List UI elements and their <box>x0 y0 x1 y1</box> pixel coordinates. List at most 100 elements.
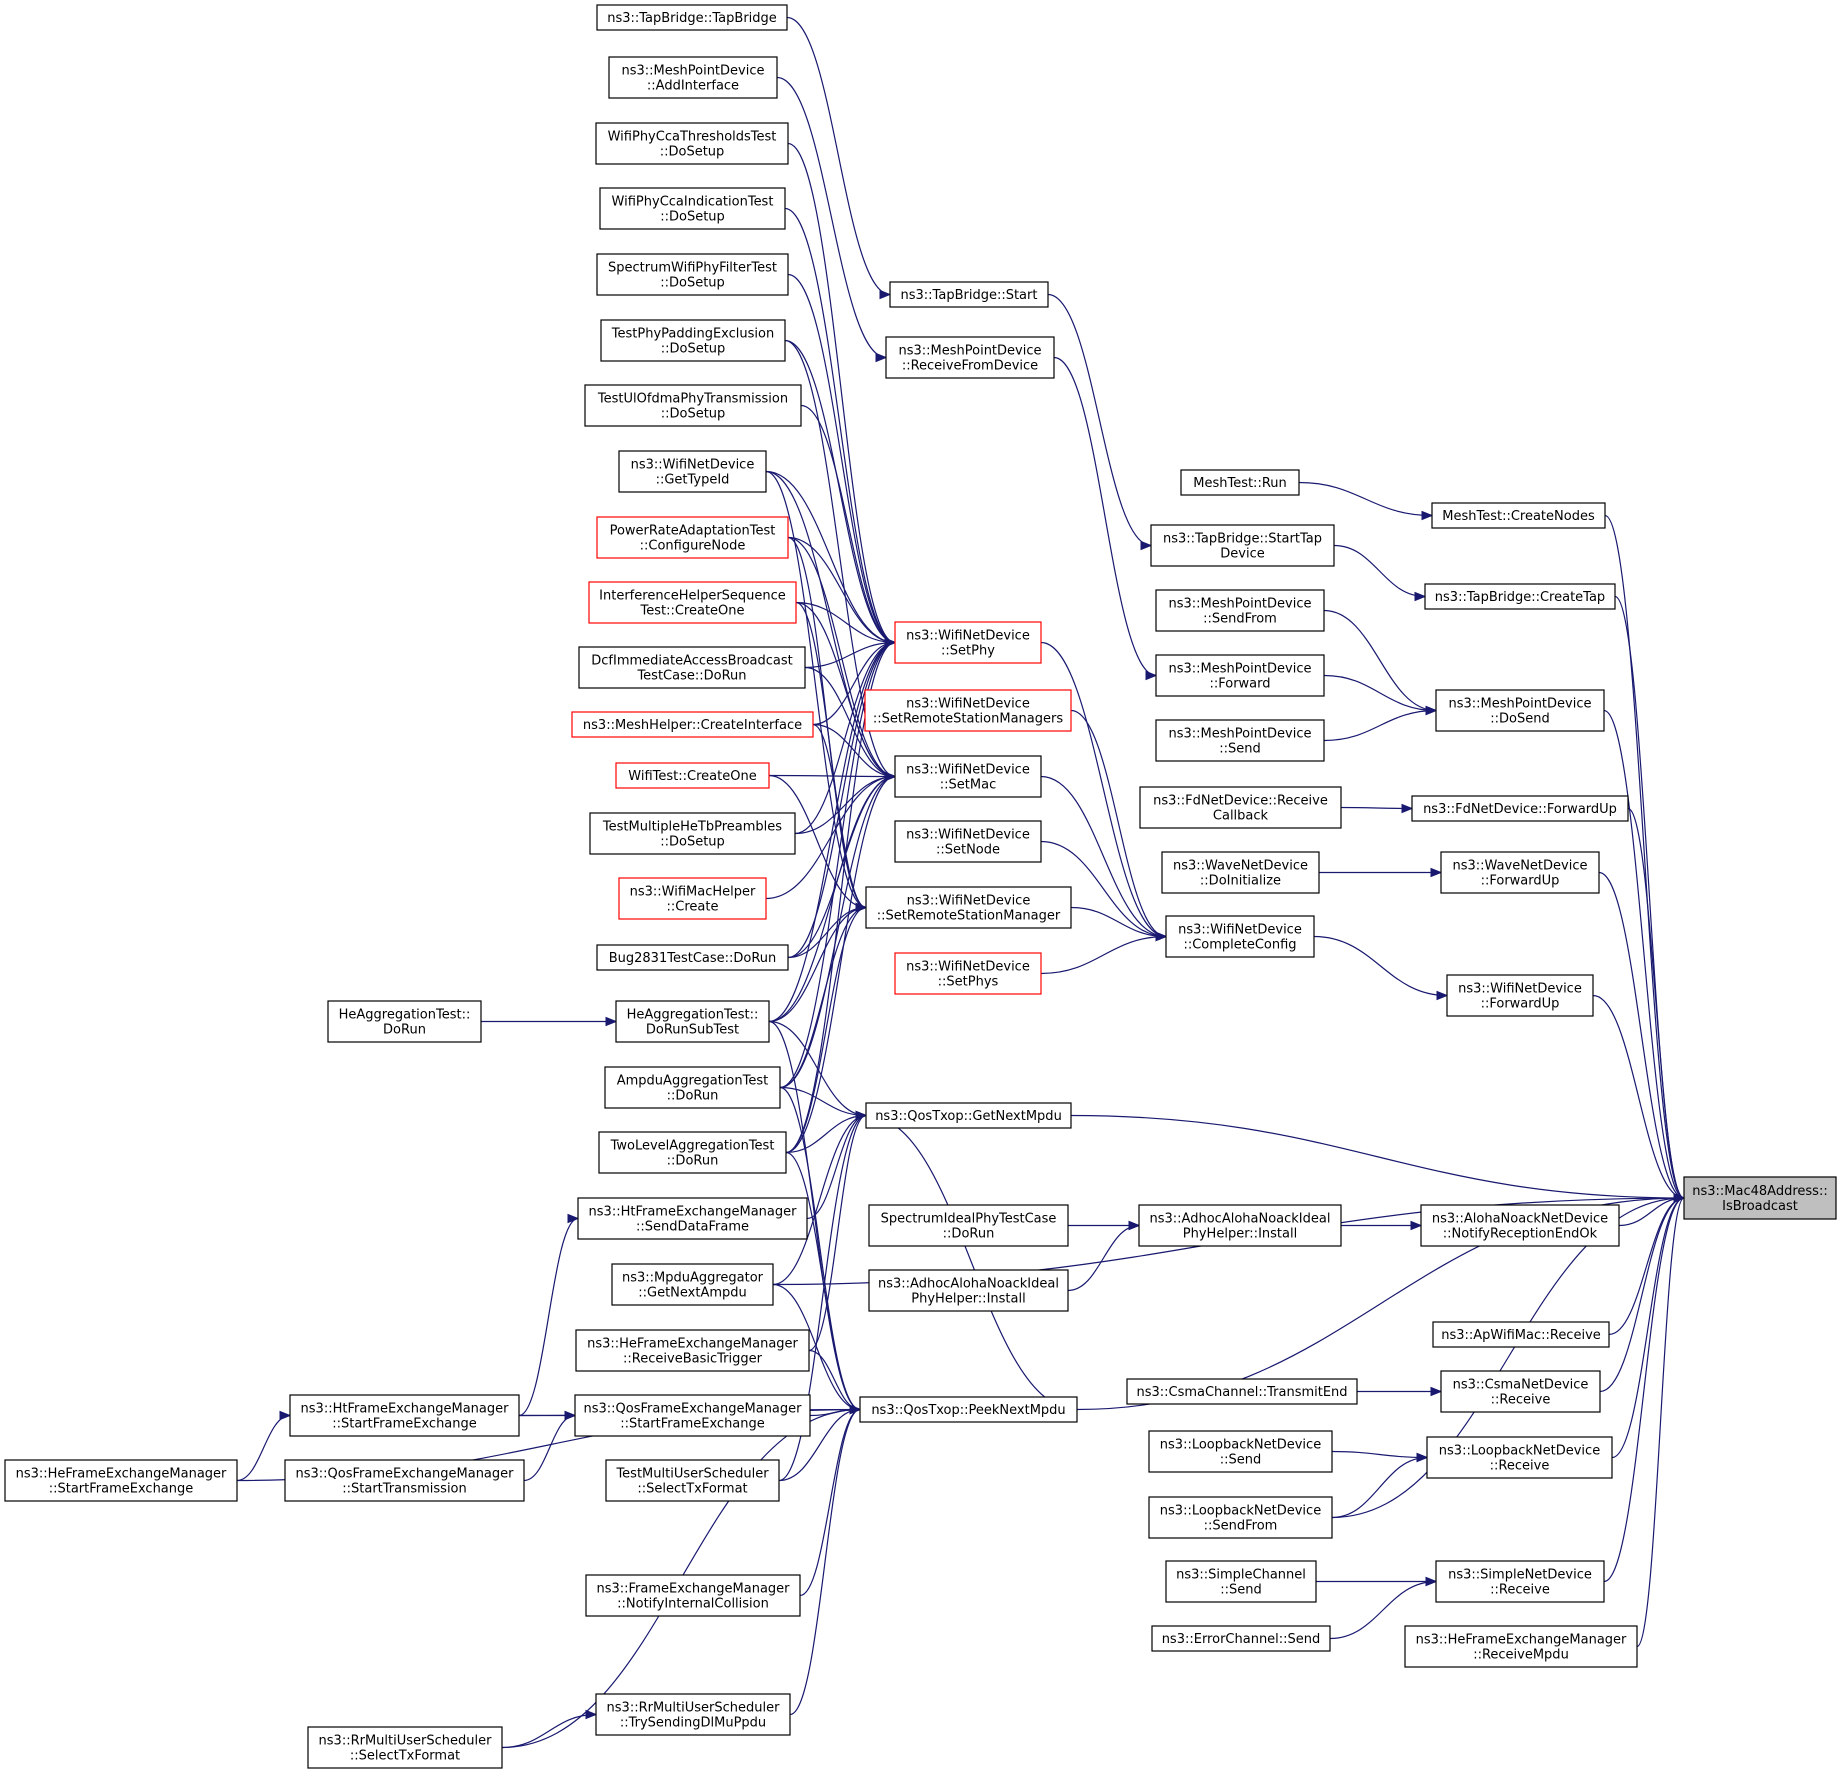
node-label: TwoLevelAggregationTest <box>610 1139 775 1154</box>
function-node[interactable]: WifiPhyCcaThresholdsTest::DoSetup <box>595 122 789 165</box>
call-edge <box>1627 807 1685 1199</box>
function-node[interactable]: ns3::ErrorChannel::Send <box>1151 1625 1331 1652</box>
function-node[interactable]: TestPhyPaddingExclusion::DoSetup <box>600 319 786 362</box>
function-node[interactable]: WifiPhyCcaIndicationTest::DoSetup <box>599 187 786 230</box>
node-box <box>289 1394 520 1437</box>
call-edge <box>1331 1197 1685 1519</box>
function-node[interactable]: Bug2831TestCase::DoRun <box>596 944 789 971</box>
node-box <box>1148 1430 1333 1473</box>
function-node[interactable]: HeAggregationTest::DoRunSubTest <box>615 1000 770 1043</box>
function-node[interactable]: ns3::WifiNetDevice::SetPhy <box>894 621 1042 664</box>
node-label: ::StartTransmission <box>342 1482 467 1497</box>
node-label: ns3::WifiNetDevice <box>1178 923 1302 938</box>
function-node[interactable]: ns3::WaveNetDevice::DoInitialize <box>1161 851 1320 894</box>
function-node[interactable]: ns3::WifiNetDevice::CompleteConfig <box>1165 915 1315 958</box>
arrowhead <box>1430 1386 1443 1397</box>
function-node[interactable]: ns3::WifiNetDevice::SetMac <box>894 755 1042 798</box>
function-node[interactable]: ns3::AdhocAlohaNoackIdealPhyHelper::Inst… <box>1138 1204 1342 1247</box>
call-edge <box>786 16 891 296</box>
function-node[interactable]: ns3::WifiNetDevice::SetPhys <box>894 952 1042 995</box>
function-node[interactable]: TestMultiUserScheduler::SelectTxFormat <box>605 1459 780 1502</box>
function-node[interactable]: ns3::WifiNetDevice::SetNode <box>894 820 1042 863</box>
function-node[interactable]: ns3::FdNetDevice::ForwardUp <box>1411 795 1629 822</box>
function-node[interactable]: ns3::CsmaNetDevice::Receive <box>1440 1370 1601 1413</box>
function-node[interactable]: ns3::MeshPointDevice::ReceiveFromDevice <box>885 336 1055 379</box>
function-node[interactable]: ns3::HeFrameExchangeManager::StartFrameE… <box>4 1459 238 1502</box>
function-node[interactable]: ns3::RrMultiUserScheduler::SelectTxForma… <box>307 1726 503 1769</box>
function-node[interactable]: ns3::MeshPointDevice::SendFrom <box>1155 589 1325 632</box>
function-node[interactable]: ns3::WifiMacHelper::Create <box>618 877 767 920</box>
function-node[interactable]: ns3::LoopbackNetDevice::SendFrom <box>1148 1496 1333 1539</box>
function-node[interactable]: ns3::HeFrameExchangeManager::ReceiveBasi… <box>575 1329 810 1372</box>
node-box <box>1180 469 1300 496</box>
call-edge <box>804 641 896 669</box>
node-label: ::Create <box>667 900 719 915</box>
call-edge <box>236 1414 291 1482</box>
function-node[interactable]: ns3::CsmaChannel::TransmitEnd <box>1126 1378 1358 1405</box>
node-box <box>618 877 767 920</box>
function-node[interactable]: ns3::RrMultiUserScheduler::TrySendingDlM… <box>595 1693 791 1736</box>
function-node[interactable]: SpectrumWifiPhyFilterTest::DoSetup <box>596 253 789 296</box>
function-node[interactable]: ns3::HtFrameExchangeManager::StartFrameE… <box>289 1394 520 1437</box>
function-node[interactable]: TestUlOfdmaPhyTransmission::DoSetup <box>584 384 802 427</box>
function-node[interactable]: ns3::LoopbackNetDevice::Receive <box>1426 1436 1613 1479</box>
node-label: ::TrySendingDlMuPpdu <box>620 1716 766 1731</box>
function-node[interactable]: AmpduAggregationTest::DoRun <box>604 1066 781 1109</box>
function-node[interactable]: TwoLevelAggregationTest::DoRun <box>598 1131 787 1174</box>
node-label: PowerRateAdaptationTest <box>610 524 776 539</box>
function-node[interactable]: ns3::MpduAggregator::GetNextAmpdu <box>611 1263 774 1306</box>
function-node[interactable]: ns3::TapBridge::TapBridge <box>596 4 788 31</box>
function-node[interactable]: ns3::TapBridge::CreateTap <box>1424 583 1616 610</box>
arrowhead <box>1673 1193 1686 1203</box>
call-edge <box>1599 1197 1685 1393</box>
function-node[interactable]: MeshTest::CreateNodes <box>1431 502 1606 529</box>
function-node[interactable]: ns3::AdhocAlohaNoackIdealPhyHelper::Inst… <box>868 1269 1069 1312</box>
call-edge <box>1608 1197 1685 1336</box>
node-label: ns3::LoopbackNetDevice <box>1160 1504 1321 1519</box>
function-node[interactable]: ns3::MeshPointDevice::Forward <box>1155 654 1325 697</box>
function-node[interactable]: ns3::WaveNetDevice::ForwardUp <box>1440 851 1600 894</box>
function-node[interactable]: ns3::QosFrameExchangeManager::StartFrame… <box>574 1394 811 1437</box>
function-node[interactable]: ns3::MeshHelper::CreateInterface <box>571 711 814 738</box>
function-node[interactable]: ns3::HtFrameExchangeManager::SendDataFra… <box>577 1197 808 1240</box>
node-label: ns3::AdhocAlohaNoackIdeal <box>878 1277 1059 1292</box>
function-node[interactable]: ns3::LoopbackNetDevice::Send <box>1148 1430 1333 1473</box>
function-node[interactable]: ns3::MeshPointDevice::Send <box>1155 719 1325 762</box>
node-label: ::ReceiveMpdu <box>1473 1648 1569 1663</box>
function-node[interactable]: ns3::WifiNetDevice::SetRemoteStationMana… <box>865 886 1072 929</box>
function-node[interactable]: ns3::WifiNetDevice::SetRemoteStationMana… <box>864 689 1072 732</box>
function-node[interactable]: ns3::QosTxop::PeekNextMpdu <box>859 1396 1078 1423</box>
function-node[interactable]: ns3::SimpleChannel::Send <box>1165 1560 1317 1603</box>
call-edge <box>1604 514 1685 1199</box>
function-node[interactable]: ns3::WifiNetDevice::ForwardUp <box>1446 974 1594 1017</box>
function-node[interactable]: WifiTest::CreateOne <box>615 762 770 789</box>
function-node[interactable]: ns3::ApWifiMac::Receive <box>1432 1321 1610 1348</box>
function-node[interactable]: SpectrumIdealPhyTestCase::DoRun <box>868 1204 1069 1247</box>
node-label: ::SendFrom <box>1203 612 1277 627</box>
function-node[interactable]: ns3::WifiNetDevice::GetTypeId <box>618 450 767 493</box>
call-edge <box>795 601 896 778</box>
function-node[interactable]: ns3::AlohaNoackNetDevice::NotifyReceptio… <box>1420 1204 1620 1247</box>
function-node[interactable]: TestMultipleHeTbPreambles::DoSetup <box>589 812 796 855</box>
function-node[interactable]: ns3::FrameExchangeManager::NotifyInterna… <box>585 1574 801 1617</box>
node-label: ns3::FrameExchangeManager <box>596 1582 790 1597</box>
function-node[interactable]: ns3::MeshPointDevice::DoSend <box>1435 689 1605 732</box>
function-node[interactable]: ns3::HeFrameExchangeManager::ReceiveMpdu <box>1404 1625 1638 1668</box>
root-node[interactable]: ns3::Mac48Address::IsBroadcast <box>1683 1176 1837 1220</box>
node-label: ::DoRun <box>943 1227 995 1242</box>
arrowhead <box>567 1213 580 1224</box>
function-node[interactable]: ns3::SimpleNetDevice::Receive <box>1435 1560 1605 1603</box>
function-node[interactable]: ns3::QosTxop::GetNextMpdu <box>865 1102 1072 1129</box>
function-node[interactable]: MeshTest::Run <box>1180 469 1300 496</box>
node-box <box>595 1693 791 1736</box>
function-node[interactable]: ns3::TapBridge::Start <box>889 281 1049 308</box>
node-label: ::Receive <box>1490 1459 1550 1474</box>
function-node[interactable]: ns3::MeshPointDevice::AddInterface <box>608 56 778 99</box>
function-node[interactable]: ns3::QosFrameExchangeManager::StartTrans… <box>284 1459 525 1502</box>
function-node[interactable]: InterferenceHelperSequenceTest::CreateOn… <box>588 581 797 624</box>
function-node[interactable]: DcfImmediateAccessBroadcastTestCase::DoR… <box>578 646 806 689</box>
function-node[interactable]: HeAggregationTest::DoRun <box>327 1000 482 1043</box>
function-node[interactable]: PowerRateAdaptationTest::ConfigureNode <box>596 516 789 559</box>
